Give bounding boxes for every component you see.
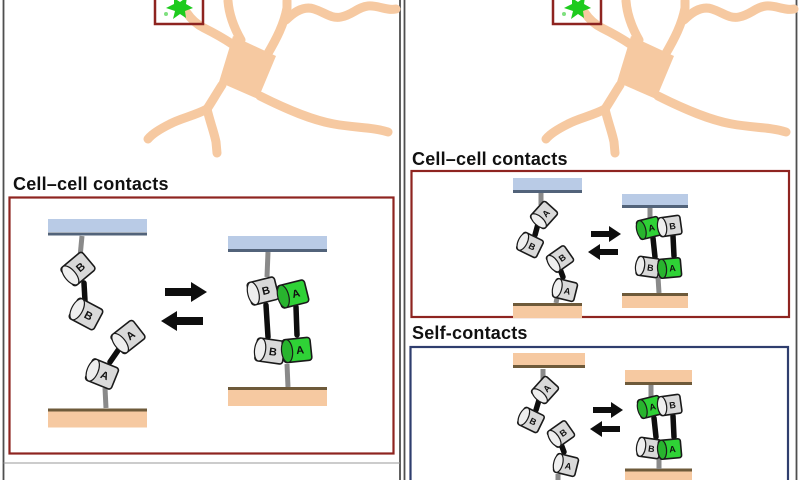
domain-letter: A [540,207,552,219]
membrane-bottom-line [625,468,692,472]
neurite-lower-left [143,104,212,144]
domain-letter: A [669,444,677,455]
domain-letter: B [646,262,654,273]
domain-letter: B [557,252,568,264]
neurite-up-right [262,0,292,60]
ec-domain: B [545,245,575,273]
membrane-anchors [538,193,662,304]
domain-letter: B [527,241,538,253]
ec-domain: B [515,231,545,259]
neuron-illustration [143,0,401,158]
ec-domain: B [68,297,104,331]
ec-domain: A [635,215,663,241]
ec-domain: A [551,277,579,303]
domain-letter: A [541,382,553,394]
neurite-up [223,0,246,45]
membrane-top-line [625,382,692,385]
ec-domain: B [656,214,683,238]
ec-domain: B [546,420,576,448]
neurites [143,0,401,158]
membrane-bottom-line [48,408,147,412]
membrane-top-line [513,190,582,193]
equilibrium-arrows-icon [161,282,207,331]
domain-letter: A [98,369,110,383]
domain-letter: B [669,400,677,411]
ec-domain: A [656,256,683,280]
left-cellcell-label: Cell–cell contacts [13,174,169,194]
domain-letter: B [558,427,569,439]
domain-letter: A [648,401,657,412]
right-self-label: Self-contacts [412,323,528,343]
ec-domain: A [529,200,559,230]
membrane-bottom-bar [625,471,692,480]
membrane-top-bar [625,370,692,382]
membrane-top-line [513,365,585,368]
ec-domain: A [636,394,664,420]
ec-domain: B [635,436,662,460]
equilibrium-arrows-icon [588,226,621,260]
membrane-bottom-bar [48,411,147,428]
soma [219,36,276,99]
domain-letter: B [669,221,677,232]
membrane-top-bar [513,178,582,190]
membrane-top-line [48,232,147,236]
domain-letter: B [261,284,272,298]
domain-linkers [81,280,300,365]
domain-letter: A [647,222,656,233]
ec-domain: A [84,358,120,390]
ec-domain: B [516,406,546,434]
left-cellcell-box [8,196,395,455]
membrane-bottom-line [622,293,688,296]
left-cellcell-diagram: B B A A [48,219,327,428]
domain-letter: B [268,346,278,359]
ec-domain: A [280,336,313,364]
membrane-top-bar [513,353,585,365]
right-cellcell-box [410,169,791,319]
ec-domain: B [253,337,286,365]
membrane-bottom-bar [228,390,327,406]
domain-letter: A [296,344,305,357]
right-self-box [409,345,790,480]
domain-letter: A [564,460,573,471]
ec-domain: A [530,375,560,405]
neurite-right [255,91,393,137]
contact-zoom-box-icon [153,0,205,26]
ec-domain: A [552,452,580,478]
right-self-diagram: A B B A A B [513,353,692,480]
domain-letter: A [291,287,302,301]
ec-domain: B [60,251,96,287]
membrane-bottom-bar [622,296,688,308]
membrane-bottom-bar [513,306,582,318]
membrane-top-line [622,205,688,208]
ec-domain: A [276,279,310,309]
neurite-lower-down [202,104,222,158]
ec-domain: B [634,255,661,279]
neurite-top-squiggle [281,1,401,25]
domain-letter: B [528,416,539,428]
contact-splotch-icon [166,0,193,19]
equilibrium-arrows-icon [590,402,623,437]
membrane-bottom-line [228,387,327,390]
ec-domain: A [656,437,683,461]
neurite-to-contact [182,8,237,49]
membrane-bottom-line [513,303,582,306]
membrane-top-bar [48,219,147,232]
ec-domain: B [246,276,280,306]
contact-speck-icon [164,12,168,16]
membrane-top-bar [228,236,327,249]
membrane-top-line [228,249,327,252]
ec-domain: B [656,393,683,417]
domain-letter: A [669,263,677,274]
domain-linkers [533,397,677,455]
neuron-illustration-right [546,0,794,153]
right-cellcell-label: Cell–cell contacts [412,149,568,169]
domain-letter: A [563,285,572,296]
ec-domain: A [110,319,146,355]
right-cellcell-diagram: A B B A A B [513,178,688,318]
domain-letter: B [647,443,655,454]
membrane-top-bar [622,194,688,205]
